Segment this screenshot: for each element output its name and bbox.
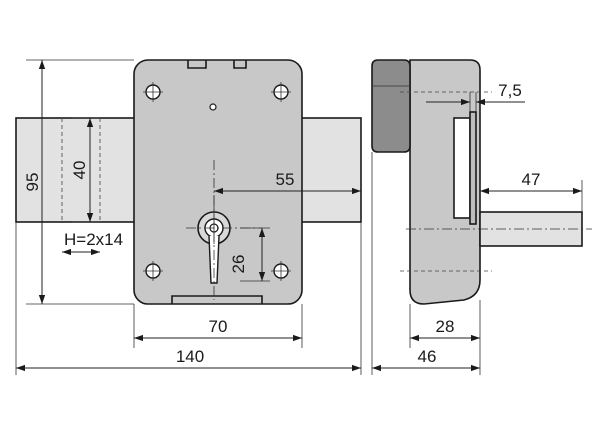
case-small-hole [209,103,217,111]
side-bolt-slot [453,117,471,219]
side-cap [371,59,411,153]
screw-hole-bottom-left [143,261,163,281]
label-bolt-height: 40 [70,161,89,180]
side-bolt-plate [469,111,477,225]
label-hole-spacing: 70 [209,317,228,336]
screw-hole-top-left [143,82,163,102]
extension-lines [15,59,583,375]
label-height-total: 95 [23,173,42,192]
label-total-depth: 46 [418,347,437,366]
case-bottom-step [171,295,263,304]
label-backset: 55 [276,170,295,189]
label-total-width: 140 [176,347,204,366]
label-bolt-projection: 47 [522,170,541,189]
screw-hole-top-right [271,82,291,102]
dimension-lines [16,60,582,372]
side-bolt [479,211,583,247]
front-view [15,59,362,305]
label-side-offset: 7,5 [498,81,522,100]
screw-hole-bottom-right [271,261,291,281]
case-top-notch [187,60,247,69]
label-bolt-spec: H=2x14 [64,230,123,249]
label-cylinder-offset: 26 [229,255,248,274]
side-view [371,59,592,305]
dimension-labels: 95 40 H=2x14 55 26 70 140 7,5 47 28 46 [23,81,540,366]
label-case-depth: 28 [436,317,455,336]
